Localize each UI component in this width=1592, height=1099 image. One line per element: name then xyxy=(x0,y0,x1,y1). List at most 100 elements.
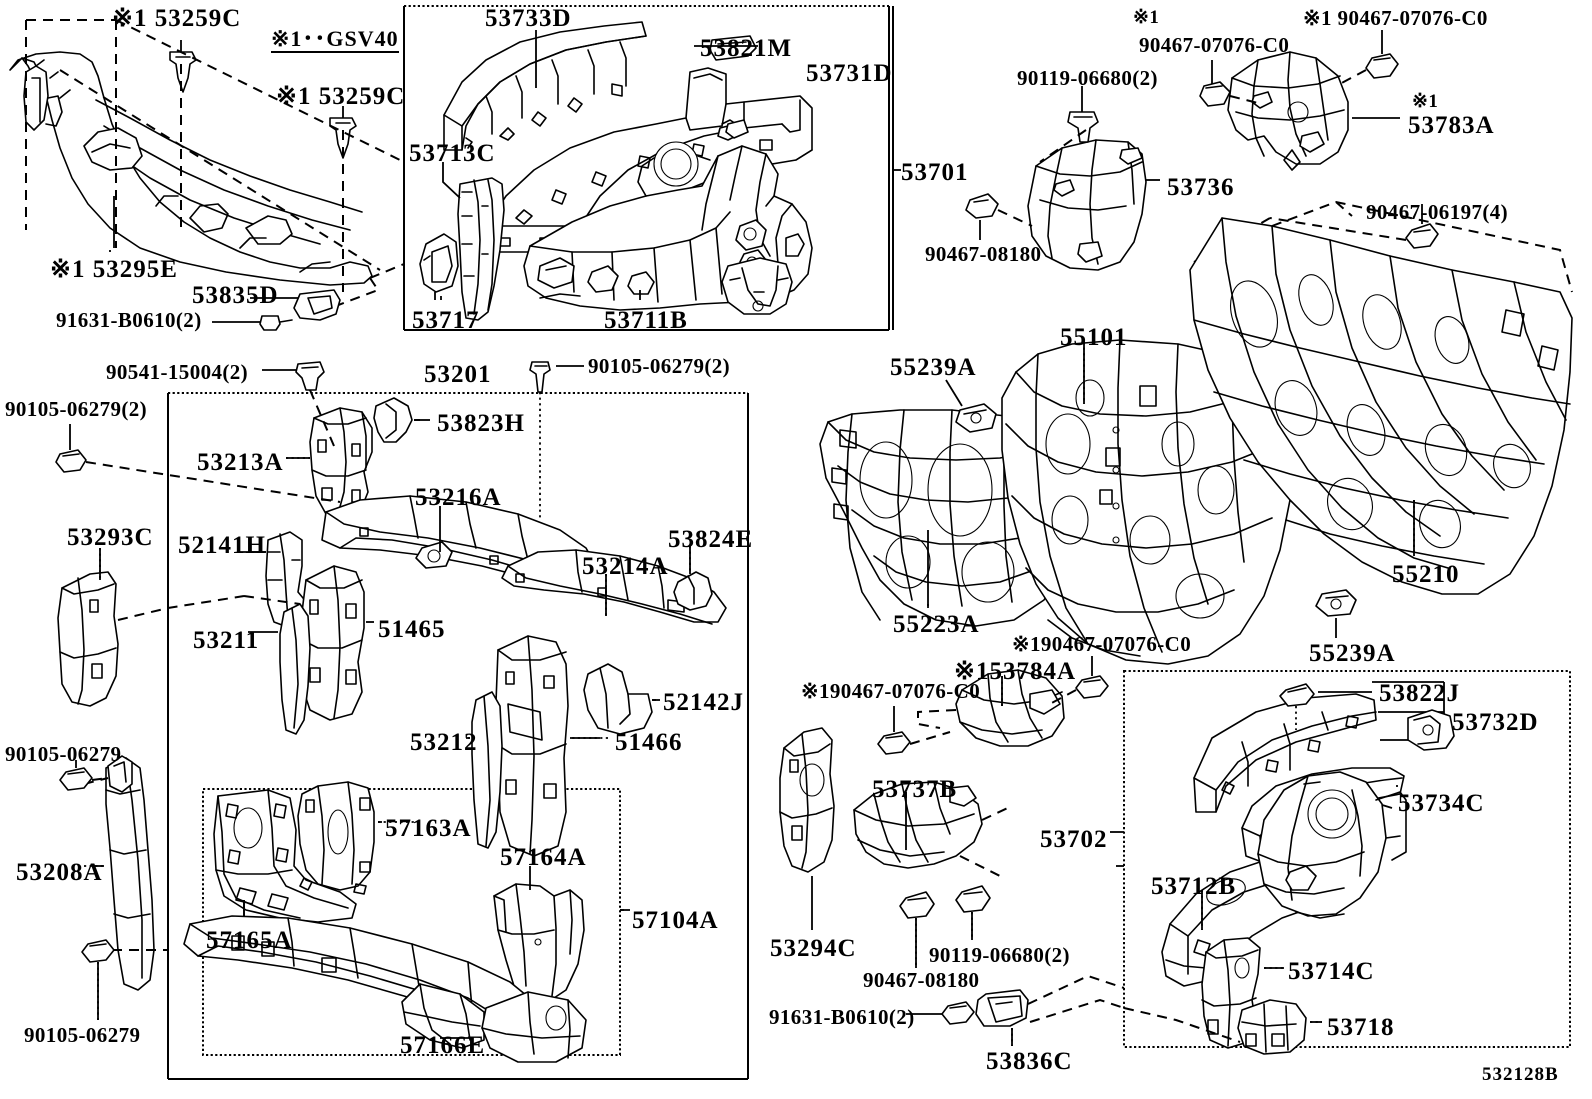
part-53733d-rail xyxy=(443,21,647,151)
part-51465-support xyxy=(299,565,374,721)
part-label-90467-08180: 90467-08180 xyxy=(863,968,980,992)
part-label-52142j: 52142J xyxy=(663,689,744,716)
part-label-190467-07076-c0: ※190467-07076-C0 xyxy=(801,679,981,703)
group-box-53201 xyxy=(167,392,749,1080)
part-label-53822j: 53822J xyxy=(1379,680,1460,707)
part-label-53201: 53201 xyxy=(424,361,492,388)
part-label-57104a: 57104A xyxy=(632,907,719,934)
part-label-55239a: 55239A xyxy=(1309,640,1396,667)
part-label-153784a: ※153784A xyxy=(954,658,1077,685)
part-53713c-bracket xyxy=(442,162,505,321)
part-90467-07076-clip-a xyxy=(1199,60,1263,107)
part-label-53294c: 53294C xyxy=(770,935,857,962)
part-91631-b0610-clip-b xyxy=(906,1001,975,1025)
part-53259c-clip-1 xyxy=(169,40,197,93)
part-label-90467-08180: 90467-08180 xyxy=(925,242,1042,266)
part-label-90467-07076-c0: 90467-07076-C0 xyxy=(1139,33,1290,57)
part-label-53734c: 53734C xyxy=(1398,790,1485,817)
part-55101-dash-panel xyxy=(1001,339,1295,665)
part-label-55101: 55101 xyxy=(1060,324,1128,351)
part-53213a-bracket xyxy=(286,407,373,521)
part-apron-bracket-small xyxy=(721,257,793,315)
part-label-90105-06279: 90105-06279 xyxy=(5,742,122,766)
part-53824e-bracket xyxy=(673,546,713,611)
part-label-53836c: 53836C xyxy=(986,1048,1073,1075)
part-label-90105-06279: 90105-06279 xyxy=(24,1023,141,1047)
part-label-55210: 55210 xyxy=(1392,561,1460,588)
part-57163a-bracket xyxy=(297,781,418,895)
part-53208a-member xyxy=(83,755,168,991)
part-label-53213a: 53213A xyxy=(197,449,284,476)
part-label-51466: 51466 xyxy=(615,729,683,756)
part-91631-b0610-bolt xyxy=(212,315,293,331)
part-label-90541-15004-2: 90541-15004(2) xyxy=(106,360,249,384)
part-53702-apron-body xyxy=(1257,771,1407,919)
part-label-53701: 53701 xyxy=(901,159,969,186)
part-55239a-clip-right xyxy=(1315,589,1357,638)
part-label-57166e: 57166E xyxy=(400,1032,486,1059)
part-label-1-53295e: ※1 53295E xyxy=(50,256,178,283)
part-90119-06680-clip xyxy=(1039,86,1099,163)
part-label-53718: 53718 xyxy=(1327,1014,1395,1041)
part-label-1: ※1 xyxy=(1412,91,1439,112)
part-label-53732d: 53732D xyxy=(1452,709,1539,736)
dash-53718-link xyxy=(1123,1007,1241,1043)
part-57164a-bracket xyxy=(493,866,585,1003)
part-label-53736: 53736 xyxy=(1167,174,1235,201)
part-label-55223a: 55223A xyxy=(893,611,980,638)
part-label-90119-06680-2: 90119-06680(2) xyxy=(1017,66,1158,90)
part-90105-06279-clip-b xyxy=(59,760,109,791)
part-label-53216a: 53216A xyxy=(415,484,502,511)
part-label-53713c: 53713C xyxy=(409,140,496,167)
part-90467-07076-clip-d xyxy=(1045,656,1109,707)
group-box-53731d xyxy=(403,5,890,331)
part-label-53208a: 53208A xyxy=(16,859,103,886)
part-label-53823h: 53823H xyxy=(437,410,525,437)
part-53822j-clip xyxy=(1279,683,1372,730)
dash-53836c-link xyxy=(1029,998,1125,1023)
part-53835d-bracket xyxy=(250,289,341,321)
part-53295e-cowl-panel xyxy=(9,51,373,286)
part-label-51465: 51465 xyxy=(378,616,446,643)
part-53836c-bracket xyxy=(975,974,1125,1046)
part-90105-06279-clip-top xyxy=(529,361,584,520)
part-label-57165a: 57165A xyxy=(206,927,293,954)
part-label-90467-06197-4: 90467-06197(4) xyxy=(1366,200,1509,224)
part-label-53783a: 53783A xyxy=(1408,112,1495,139)
part-label-91631-b0610-2: 91631-B0610(2) xyxy=(56,308,202,332)
part-label-1-90467-07076-c0: ※1 90467-07076-C0 xyxy=(1303,6,1488,30)
part-label-1-53259c: ※1 53259C xyxy=(276,83,406,110)
part-label-57164a: 57164A xyxy=(500,844,587,871)
part-53718-bracket xyxy=(1237,999,1322,1055)
part-label-53714c: 53714C xyxy=(1288,958,1375,985)
part-90467-08180-clip-b xyxy=(899,891,935,968)
part-57104a-main-member xyxy=(183,909,630,1063)
part-label-53711b: 53711B xyxy=(604,307,688,334)
part-label-53821m: 53821M xyxy=(700,35,793,62)
part-label-52141h: 52141H xyxy=(178,532,266,559)
part-label-53824e: 53824E xyxy=(668,526,754,553)
part-90105-06279-clip-left xyxy=(55,424,341,503)
part-90467-07076-clip-c xyxy=(877,706,951,755)
part-label-90105-06279-2: 90105-06279(2) xyxy=(5,397,148,421)
part-label-53702: 53702 xyxy=(1040,826,1108,853)
part-label-91631-b0610-2: 91631-B0610(2) xyxy=(769,1005,915,1029)
part-55210-insulator xyxy=(1189,200,1573,595)
part-53214a-member xyxy=(501,549,727,625)
part-53783a-bracket xyxy=(1227,51,1400,171)
part-57165a-bracket xyxy=(213,789,357,925)
part-label-55239a: 55239A xyxy=(890,354,977,381)
part-90541-15004-clip xyxy=(262,361,335,447)
part-label-57163a: 57163A xyxy=(385,815,472,842)
part-53823h-bracket xyxy=(373,397,430,443)
part-90105-06279-clip-c xyxy=(81,939,115,1020)
part-90467-07076-clip-b xyxy=(1335,30,1399,87)
assembly-dash-lines xyxy=(25,19,405,313)
part-label-532128b: 532128B xyxy=(1482,1064,1559,1085)
part-55239a-clip-left xyxy=(945,379,997,433)
part-label-1-53259c: ※1 53259C xyxy=(112,5,242,32)
part-label-190467-07076-c0: ※190467-07076-C0 xyxy=(1012,632,1192,656)
part-53737b-cover xyxy=(853,781,1013,877)
